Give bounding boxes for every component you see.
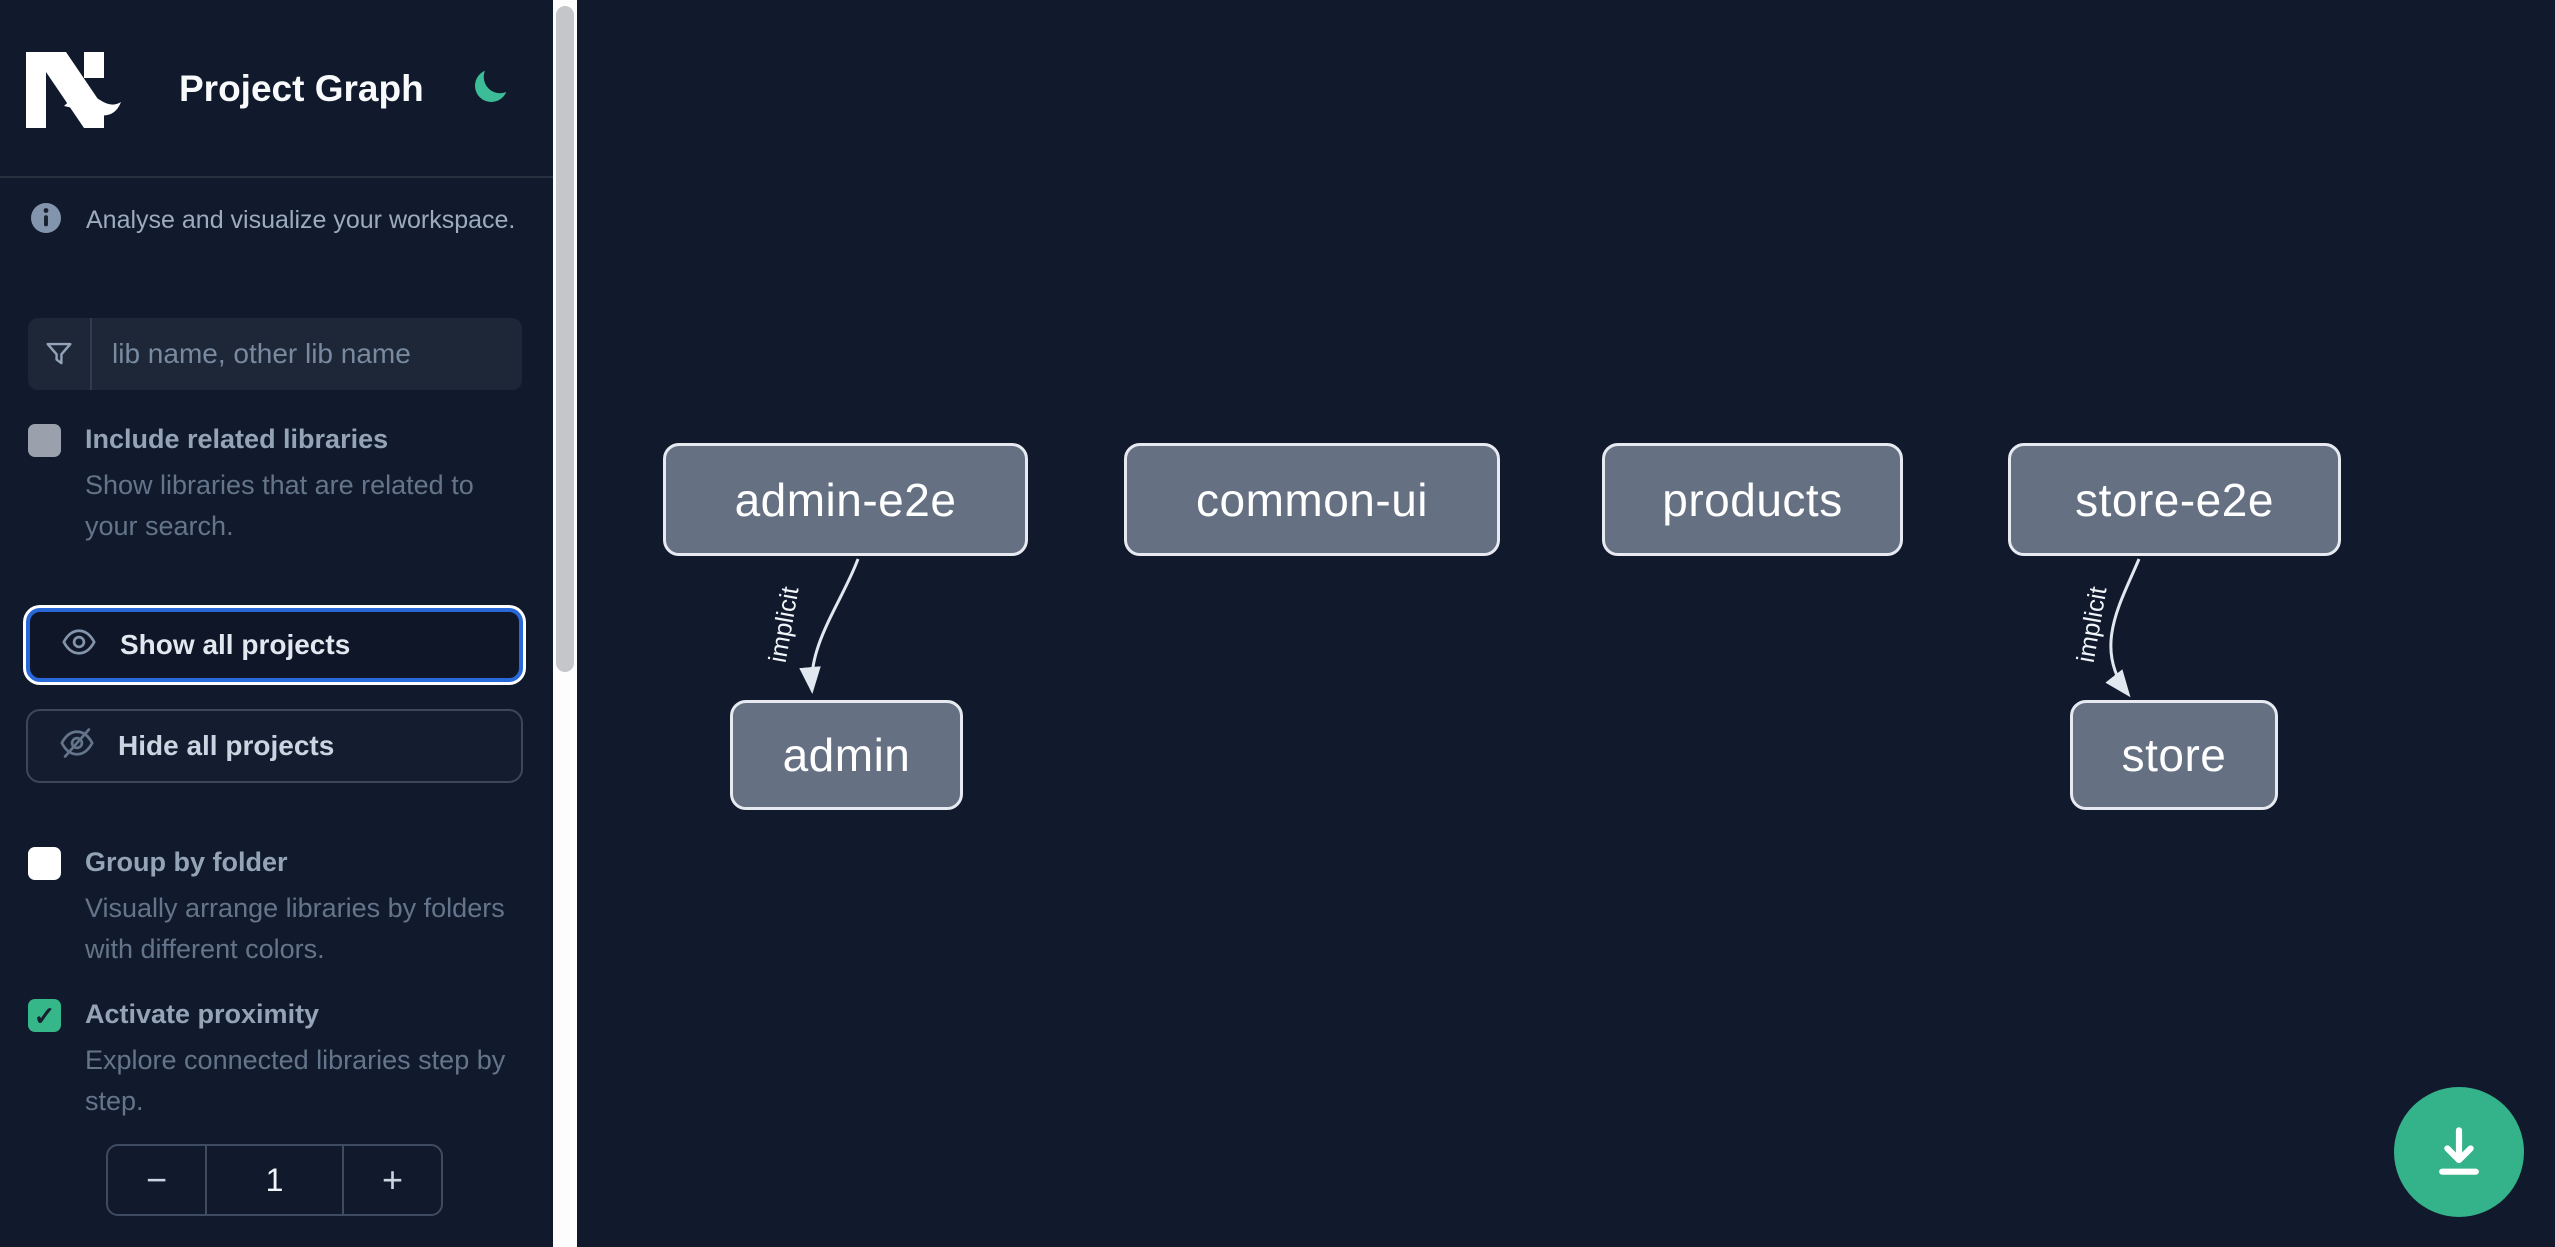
activate-proximity-checkbox[interactable]: ✓ [28, 999, 61, 1032]
scrollbar-thumb[interactable] [556, 6, 574, 672]
toggle-description: Explore connected libraries step by step… [85, 1045, 506, 1116]
toggle-activate-proximity: ✓ Activate proximity Explore connected l… [28, 999, 525, 1122]
toggle-include-related: Include related libraries Show libraries… [28, 424, 525, 547]
info-icon [28, 200, 64, 241]
theme-toggle-button[interactable] [468, 66, 512, 110]
search-box [28, 318, 522, 390]
include-related-checkbox[interactable] [28, 424, 61, 457]
moon-icon [470, 70, 510, 110]
graph-edge-admin-e2e-admin[interactable]: implicit [761, 558, 860, 695]
toggle-group-by-folder: Group by folder Visually arrange librari… [28, 847, 525, 970]
graph-node-products[interactable]: products [1602, 443, 1903, 556]
workspace-info: Analyse and visualize your workspace. [28, 200, 515, 241]
edge-label: implicit [764, 585, 805, 665]
graph-node-store-e2e[interactable]: store-e2e [2008, 443, 2341, 556]
info-text: Analyse and visualize your workspace. [86, 206, 516, 234]
button-label: Hide all projects [118, 730, 335, 761]
checkmark-icon: ✓ [33, 1000, 56, 1031]
edge-label: implicit [2072, 585, 2113, 665]
group-by-folder-checkbox[interactable] [28, 847, 61, 880]
toggle-label[interactable]: Include related libraries [85, 424, 389, 454]
proximity-depth-value[interactable]: 1 [265, 1161, 284, 1198]
show-all-projects-button[interactable]: Show all projects [26, 608, 523, 682]
sidebar-scrollbar[interactable] [553, 0, 577, 1247]
download-graph-button[interactable] [2394, 1087, 2524, 1217]
eye-icon [60, 623, 98, 668]
increment-button[interactable]: + [342, 1146, 441, 1214]
funnel-icon [28, 318, 92, 390]
sidebar-header: Project Graph [0, 0, 553, 178]
toggle-label[interactable]: Group by folder [85, 847, 288, 877]
eye-slash-icon [58, 724, 96, 769]
search-input[interactable] [92, 318, 522, 390]
toggle-description: Show libraries that are related to your … [85, 470, 474, 541]
graph-edge-store-e2e-store[interactable]: implicit [2069, 558, 2141, 698]
toggle-description: Visually arrange libraries by folders wi… [85, 893, 505, 964]
hide-all-projects-button[interactable]: Hide all projects [26, 709, 523, 783]
graph-node-admin-e2e[interactable]: admin-e2e [663, 443, 1028, 556]
toggle-label[interactable]: Activate proximity [85, 999, 320, 1029]
graph-node-store[interactable]: store [2070, 700, 2278, 810]
graph-node-admin[interactable]: admin [730, 700, 963, 810]
graph-node-common-ui[interactable]: common-ui [1124, 443, 1500, 556]
button-label: Show all projects [120, 629, 351, 660]
proximity-depth-stepper: − 1 + [106, 1144, 443, 1216]
nx-logo-icon [26, 52, 122, 133]
decrement-button[interactable]: − [108, 1146, 207, 1214]
download-icon [2428, 1120, 2490, 1185]
sidebar: Project Graph Analyse and visualize your… [0, 0, 553, 1247]
page-title: Project Graph [179, 68, 424, 109]
